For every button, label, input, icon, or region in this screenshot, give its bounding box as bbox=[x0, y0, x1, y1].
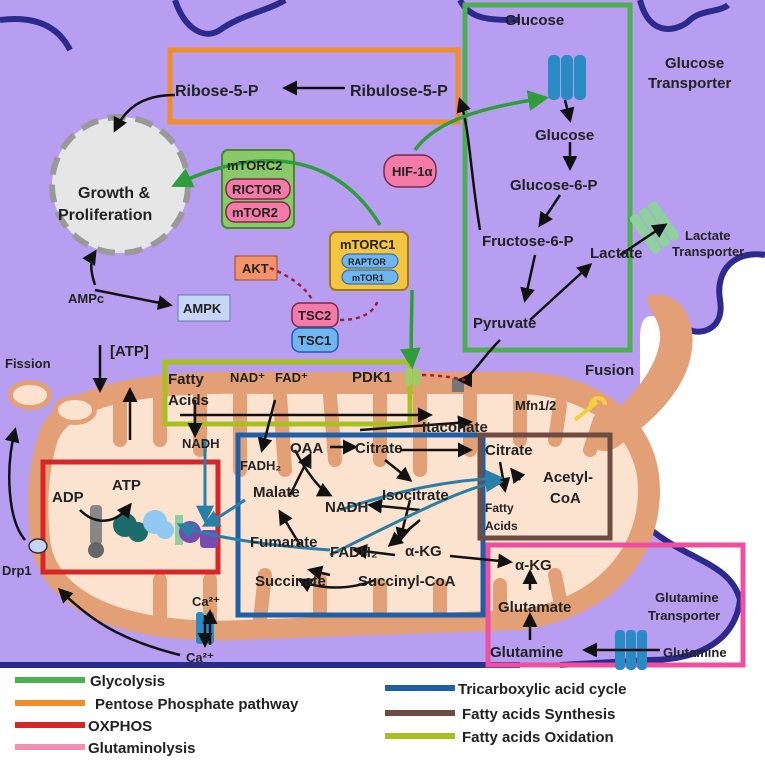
mfn-label: Mfn1/2 bbox=[515, 398, 556, 413]
isocitrate-label: Isocitrate bbox=[382, 487, 449, 504]
growth-label-2: Proliferation bbox=[58, 207, 152, 224]
tsc1-label: TSC1 bbox=[298, 333, 331, 348]
acetyl-label-2: CoA bbox=[550, 490, 581, 507]
fumarate-label: Fumarate bbox=[250, 534, 318, 551]
adp-label: ADP bbox=[52, 489, 84, 506]
succinate-label: Succinate bbox=[255, 573, 326, 590]
drp1-label: Drp1 bbox=[2, 563, 32, 578]
legend-label-glycolysis: Glycolysis bbox=[90, 673, 165, 690]
glucose-transporter-icon bbox=[548, 55, 586, 100]
glucose-transporter-label-1: Glucose bbox=[665, 55, 724, 72]
fadh2-top-label: FADH₂ bbox=[240, 458, 281, 473]
tsc2-label: TSC2 bbox=[298, 308, 331, 323]
glycolysis-box bbox=[462, 2, 633, 353]
mtorc1-label: mTORC1 bbox=[340, 237, 395, 252]
legend-label-ppp: Pentose Phosphate pathway bbox=[95, 696, 299, 713]
citrate-right-label: Citrate bbox=[485, 442, 533, 459]
legend-label-tca: Tricarboxylic acid cycle bbox=[458, 681, 626, 698]
tca-box bbox=[235, 432, 486, 618]
legend: Glycolysis Pentose Phosphate pathway OXP… bbox=[15, 673, 626, 757]
blue-arrows bbox=[176, 440, 504, 557]
lactate-transporter-label-2: Transporter bbox=[672, 244, 744, 259]
fission-label: Fission bbox=[5, 356, 51, 371]
malate-label: Malate bbox=[253, 484, 300, 501]
oaa-label: OAA bbox=[290, 440, 324, 457]
rictor-label: RICTOR bbox=[232, 182, 282, 197]
nad-label: NAD⁺ bbox=[230, 370, 265, 385]
drp1-icon bbox=[28, 538, 48, 554]
fadh2-mid-label: FADH₂ bbox=[330, 544, 378, 561]
gln-transporter-label-1: Glutamine bbox=[655, 590, 719, 605]
atp-ratio-label: [ATP] bbox=[110, 343, 149, 360]
ca-out-label: Ca²⁺ bbox=[186, 650, 214, 665]
rictor-badge bbox=[225, 178, 291, 200]
lactate-transporter-label-1: Lactate bbox=[685, 228, 731, 243]
mfn-icon bbox=[573, 396, 607, 422]
legend-label-glutaminolysis: Glutaminolysis bbox=[88, 740, 196, 757]
cell-membrane-top-left bbox=[0, 16, 73, 52]
lactate-label: Lactate bbox=[590, 245, 643, 262]
legend-label-oxphos: OXPHOS bbox=[88, 718, 152, 735]
itaconate-label: Itaconate bbox=[422, 419, 488, 436]
fission-mitochondria bbox=[8, 380, 97, 425]
nadh-top-label: NADH bbox=[182, 436, 220, 451]
f6p-label: Fructose-6-P bbox=[482, 233, 574, 250]
pdk1-label: PDK1 bbox=[352, 369, 392, 386]
cell-membrane bbox=[0, 0, 765, 668]
raptor-badge bbox=[341, 253, 399, 269]
succinylcoa-label: Succinyl-CoA bbox=[358, 573, 456, 590]
raptor-label: RAPTOR bbox=[348, 257, 386, 267]
fa-synthesis-label-1: Fatty bbox=[485, 501, 514, 515]
legend-label-fa-oxidation: Fatty acids Oxidation bbox=[462, 729, 614, 746]
ppp-box bbox=[167, 47, 461, 125]
fusion-mitochondrion bbox=[591, 294, 693, 452]
glutamate-label: Glutamate bbox=[498, 599, 571, 616]
glucose-out-label: Glucose bbox=[505, 12, 564, 29]
hif-badge bbox=[383, 154, 437, 188]
hif-label: HIF-1α bbox=[392, 164, 433, 179]
growth-label-1: Growth & bbox=[78, 185, 150, 202]
ampc-label: AMPc bbox=[68, 291, 104, 306]
glutamine-in-label: Glutamine bbox=[490, 644, 563, 661]
glucose-in-label: Glucose bbox=[535, 127, 594, 144]
ampk-badge bbox=[177, 294, 231, 322]
fa-synthesis-label-2: Acids bbox=[485, 519, 518, 533]
fad-label: FAD⁺ bbox=[275, 370, 308, 385]
akt-label: AKT bbox=[242, 261, 269, 276]
acetyl-label-1: Acetyl- bbox=[543, 469, 593, 486]
nadh-mid-label: NADH bbox=[325, 499, 368, 516]
citrate-label: Citrate bbox=[355, 440, 403, 457]
akg-label: α-KG bbox=[405, 543, 442, 560]
pyruvate-label: Pyruvate bbox=[473, 315, 536, 332]
fa-oxidation-box bbox=[162, 359, 413, 427]
tsc2-badge bbox=[291, 302, 339, 328]
ribulose-label: Ribulose-5-P bbox=[350, 83, 448, 100]
mtor1-label: mTOR1 bbox=[352, 273, 384, 283]
green-arrows bbox=[171, 90, 550, 370]
atp-label: ATP bbox=[112, 477, 141, 494]
mtor2-badge bbox=[225, 201, 291, 223]
tsc1-badge bbox=[291, 327, 339, 353]
inhibition-lines bbox=[269, 266, 466, 382]
glutamine-out-label: Glutamine bbox=[663, 645, 727, 660]
fatty-acids-label-2: Acids bbox=[168, 392, 209, 409]
glucose-transporter-label-2: Transporter bbox=[648, 75, 732, 92]
mtorc2-label: mTORC2 bbox=[227, 158, 282, 173]
ribose-label: Ribose-5-P bbox=[175, 83, 259, 100]
ampk-label: AMPK bbox=[183, 301, 222, 316]
gln-transporter-label-2: Transporter bbox=[648, 608, 720, 623]
fatty-acids-label-1: Fatty bbox=[168, 371, 204, 388]
pdk1-icon bbox=[405, 368, 420, 386]
mtor2-label: mTOR2 bbox=[232, 205, 278, 220]
legend-label-fa-synthesis: Fatty acids Synthesis bbox=[462, 706, 615, 723]
adp-atp-curve bbox=[79, 502, 132, 522]
mtor1-badge bbox=[341, 269, 399, 285]
ca-in-label: Ca²⁺ bbox=[192, 594, 220, 609]
akg-right-label: α-KG bbox=[515, 557, 552, 574]
g6p-label: Glucose-6-P bbox=[510, 177, 598, 194]
fusion-label: Fusion bbox=[585, 362, 634, 379]
